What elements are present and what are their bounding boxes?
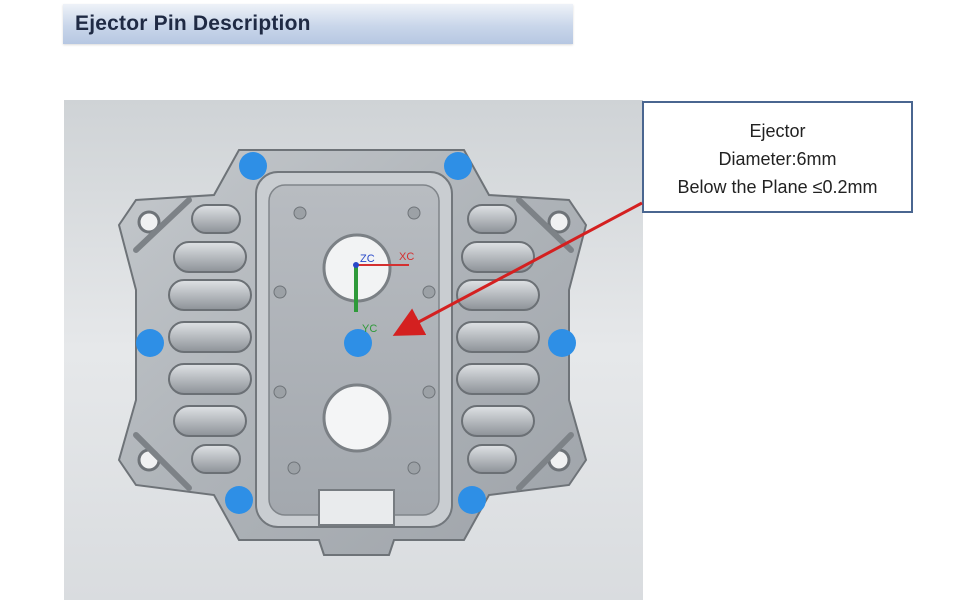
title-bar: Ejector Pin Description [63,4,573,44]
callout-line-ejector: Ejector [749,121,806,141]
ejector-pins [136,152,576,514]
ejector-pin-marker [458,486,486,514]
cad-viewport[interactable]: ZC XC YC [64,100,643,600]
page-title: Ejector Pin Description [75,12,311,35]
axis-y-label: YC [362,323,377,335]
ejector-pin-marker [136,329,164,357]
mold-part-drawing: ZC XC YC [117,149,588,556]
ejector-pin-marker [225,486,253,514]
ejector-pin-marker [548,329,576,357]
callout-line-diameter: Diameter:6mm [718,149,837,169]
axis-x-label: XC [399,251,414,263]
callout-line-plane: Below the Plane ≤0.2mm [677,177,878,197]
ejector-callout-box: Ejector Diameter:6mm Below the Plane ≤0.… [642,101,913,213]
ejector-pin-marker [444,152,472,180]
axis-z-label: ZC [360,253,375,265]
ejector-pin-marker [344,329,372,357]
ejector-pin-marker [239,152,267,180]
